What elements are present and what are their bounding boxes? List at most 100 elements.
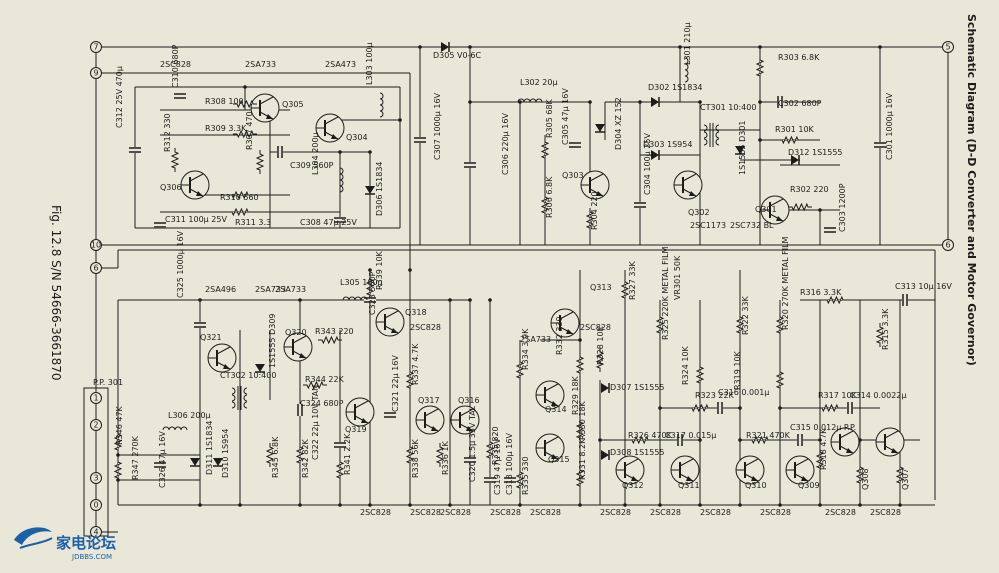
component-label: 2SC828 [410,508,441,517]
component-label: Q314 [545,405,567,414]
resistor [515,358,525,382]
capacitor [154,222,166,228]
component-label: R332 330 [555,316,564,355]
component-label: D312 1S1555 [788,148,843,157]
component-label: C302 680P [778,99,822,108]
component-label: Q319 [345,425,367,434]
capacitor [414,137,426,143]
resistor [228,190,252,200]
component-label: C320 1.5μ 35V TAL [468,405,477,482]
junction-dot [298,503,302,507]
component-label: Q302 [688,208,710,217]
transistor-q321 [207,343,237,373]
component-label: 2SC828 [870,508,901,517]
pp301-pin-2: 2 [90,419,102,431]
terminal-left-10: 10 [90,239,102,251]
inductor [339,167,344,193]
transistor-q301 [760,195,790,225]
component-label: C314 0.0022μ [850,391,906,400]
terminal-left-9-number: 9 [93,69,98,78]
junction-dot [778,503,782,507]
watermark-logo: 家电论坛 JDBBS.COM [14,527,116,561]
transistor-q315 [535,433,565,463]
component-label: R330 18K [578,400,587,440]
junction-dot [698,503,702,507]
resistor [303,380,327,390]
component-label: R347 270K [131,435,140,480]
resistor [688,403,712,413]
transistor-q316 [450,405,480,435]
capacitor [777,96,783,108]
component-label: C326 47μ 16V [158,431,167,488]
resistor [405,368,415,392]
resistor [365,275,375,299]
resistor [265,443,275,467]
transistor-q309 [785,455,815,485]
resistor [585,208,595,232]
terminal-left-10-number: 10 [91,241,101,250]
component-label: C310 680P [171,44,180,88]
junction-dot [598,438,602,442]
capacitor [464,162,476,168]
component-label: R309 3.3K [205,124,247,133]
resistor [255,150,265,174]
resistor [405,443,415,467]
component-label: D306 1S1834 [375,162,384,217]
junction-dot [778,406,782,410]
junction-dot [758,138,762,142]
component-label: C316 0.001μ [718,388,769,397]
component-label: R342 82K [301,438,310,478]
junction-dot [468,45,472,49]
capacitor [847,402,853,414]
junction-dot [878,45,882,49]
diode [365,186,375,195]
pp301-pin-1: 1 [90,392,102,404]
component-label: Q305 [282,100,304,109]
junction-dot [368,503,372,507]
transistor-q317 [415,405,445,435]
resistor [775,313,785,337]
junction-dot [758,100,762,104]
component-label: 2SA733 [520,335,551,344]
component-label: R318 4.7K [819,428,828,470]
component-label: CT301 10:400 [700,103,756,112]
component-label: 2SC828 [650,508,681,517]
pp301-pin-0-number: 0 [93,501,98,510]
component-label: R335 820 [491,426,500,465]
component-label: R315 3.3K [881,308,890,350]
resistor [620,278,630,302]
component-label: Q304 [346,133,368,142]
component-label: Q315 [548,455,570,464]
component-label: L302 20μ [520,78,558,87]
junction-dot [243,85,247,89]
resistor [575,418,585,442]
component-label: 2SA733 [275,285,306,294]
component-label: C313 10μ 16V [895,282,952,291]
inductor [684,57,689,83]
component-label: Q321 [200,333,222,342]
component-label: R323 22K [695,391,735,400]
component-label: Q317 [418,396,440,405]
capacitor [384,412,396,418]
watermark-en: JDBBS.COM [71,553,112,561]
diode [735,146,745,155]
component-label: CT302 10:400 [220,371,276,380]
resistor [113,458,123,482]
component-label: 2SC732 BL [730,221,774,230]
terminal-right-6: 6 [942,239,954,251]
capacitor [569,142,581,148]
transistor-q312 [615,455,645,485]
pp301-pin-2-number: 2 [93,421,98,430]
component-label: Q309 [798,481,820,490]
capacitor [277,146,283,158]
resistor [540,138,550,162]
junction-dot [368,268,372,272]
component-label: R321 470K [746,431,791,440]
component-label: R338 56K [411,438,420,478]
transistor-q311 [670,455,700,485]
component-label: C322 22μ 10V TAN [311,385,320,460]
component-label: D305 V0-6C [433,51,482,60]
component-label: 2SC828 [410,323,441,332]
component-label: R335 330 [521,456,530,495]
transformer [703,123,720,147]
